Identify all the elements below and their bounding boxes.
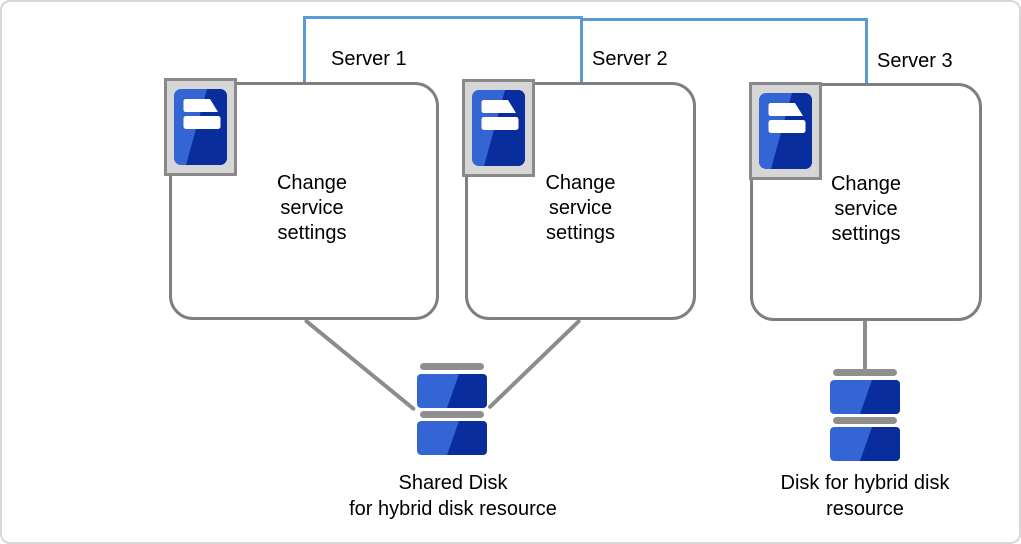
server-1-action-text: Change service settings (180, 171, 444, 246)
server-3-action-line-2: service (834, 198, 898, 220)
server-3-action-line-1: Change (830, 173, 902, 195)
server-3-label: Server 3 (877, 50, 953, 72)
server-3-action-text: Change service settings (753, 172, 979, 247)
server-2-action-line-2: service (548, 197, 613, 219)
server-2-label: Server 2 (592, 48, 668, 70)
server-1-action-line-1: Change (276, 172, 348, 194)
server-icon (749, 82, 822, 185)
server-1-label: Server 1 (331, 48, 407, 70)
server-3-disk-connector (863, 320, 867, 370)
server-2-action-line-1: Change (545, 172, 616, 194)
server-2-box: Change service settings (465, 82, 696, 320)
shared-disk-label-line-1: Shared Disk (398, 472, 508, 494)
server-icon (164, 78, 237, 181)
server-icon (462, 79, 535, 182)
disk-stack-icon (417, 363, 487, 460)
server-2-action-text: Change service settings (468, 171, 693, 246)
server-3-disk-label-line-2: resource (826, 498, 904, 520)
network-drop-server-1 (303, 16, 306, 82)
network-bus-segment-1-2 (303, 16, 583, 19)
server-3-disk-label: Disk for hybrid disk resource (715, 470, 1015, 522)
server-2-action-line-3: settings (546, 222, 615, 244)
disk-stack-icon (830, 369, 900, 466)
server-2-disk-connector (487, 318, 582, 410)
server-1-action-line-2: service (280, 197, 344, 219)
server-3-disk-label-line-1: Disk for hybrid disk (780, 472, 950, 494)
server-1-action-line-3: settings (277, 222, 347, 244)
network-drop-server-2 (580, 16, 583, 82)
server-1-disk-connector (303, 318, 417, 412)
shared-disk-label-line-2: for hybrid disk resource (349, 498, 557, 520)
shared-disk-label: Shared Disk for hybrid disk resource (303, 470, 603, 522)
network-drop-server-3 (865, 18, 868, 84)
network-bus-segment-2-3 (580, 18, 868, 21)
server-3-action-line-3: settings (831, 223, 901, 245)
